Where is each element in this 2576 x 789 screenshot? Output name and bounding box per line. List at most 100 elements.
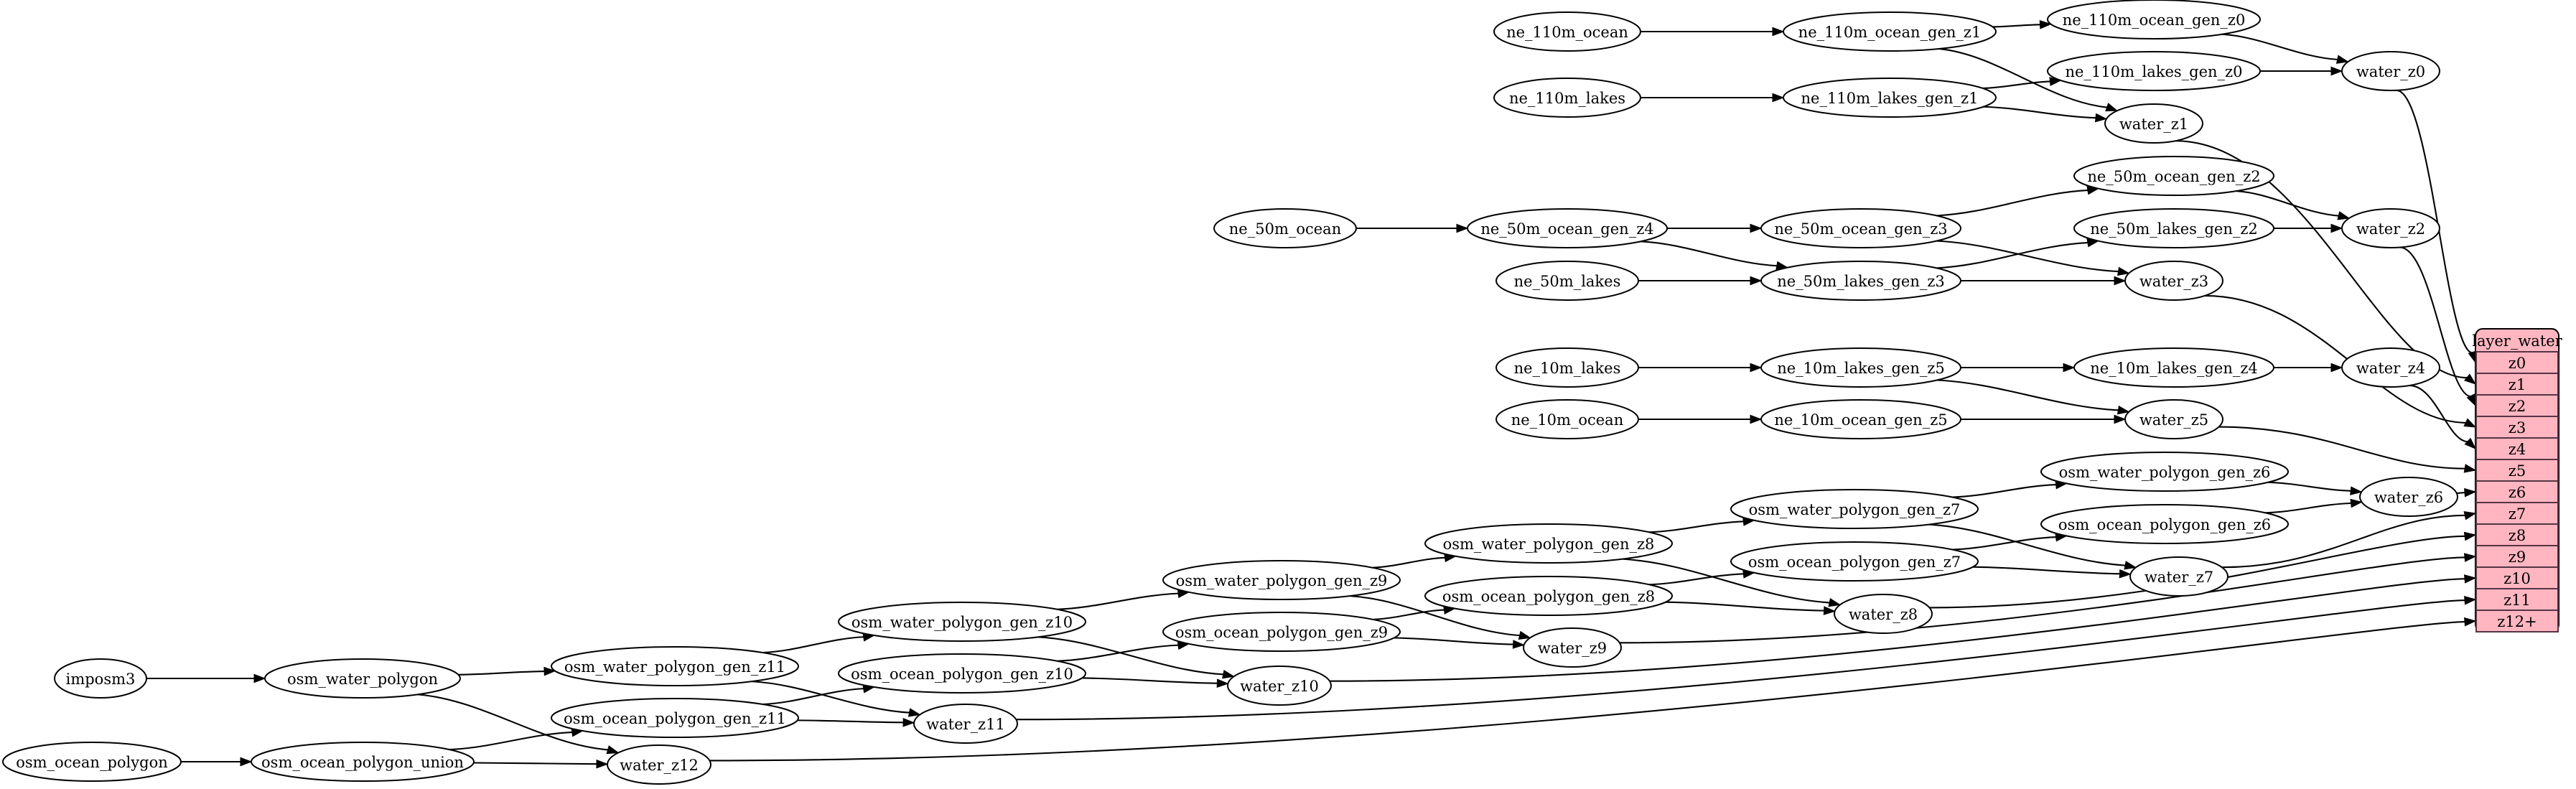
edge-water_z8-to-layer_water-z8 [1929, 535, 2466, 609]
node-ne_110m_ocean_gen_z0[interactable]: ne_110m_ocean_gen_z0 [2047, 0, 2261, 39]
node-ne_10m_ocean[interactable]: ne_10m_ocean [1495, 399, 1639, 439]
node-osm_ocean_polygon_gen_z7[interactable]: osm_ocean_polygon_gen_z7 [1730, 541, 1979, 582]
node-shape-water_z8 [1834, 594, 1933, 634]
node-shape-ne_10m_lakes_gen_z4 [2073, 347, 2274, 388]
layer-water-row-z12[interactable] [2475, 610, 2559, 632]
node-shape-osm_water_polygon_gen_z6 [2040, 452, 2289, 492]
edge-arrowhead [2330, 223, 2343, 233]
node-ne_110m_lakes_gen_z0[interactable]: ne_110m_lakes_gen_z0 [2047, 51, 2261, 91]
edge-arrowhead [1772, 27, 1785, 37]
node-water_z12[interactable]: water_z12 [607, 744, 711, 785]
edge-arrowhead [1512, 640, 1526, 649]
edge-osm_ocean_polygon_gen_z8-to-water_z8 [1665, 601, 1825, 612]
node-osm_water_polygon_gen_z10[interactable]: osm_water_polygon_gen_z10 [838, 602, 1086, 642]
node-shape-osm_ocean_polygon_gen_z8 [1424, 576, 1673, 616]
node-label-osm_ocean_polygon: osm_ocean_polygon [16, 754, 168, 771]
node-osm_ocean_polygon_gen_z11[interactable]: osm_ocean_polygon_gen_z11 [551, 698, 799, 738]
edge-arrowhead [1772, 93, 1785, 103]
node-osm_ocean_polygon_gen_z8[interactable]: osm_ocean_polygon_gen_z8 [1424, 576, 1673, 616]
edge-osm_ocean_polygon_gen_z9-to-osm_ocean_polygon_gen_z8 [1373, 609, 1445, 620]
node-water_z3[interactable]: water_z3 [2124, 261, 2223, 301]
edge-arrowhead [543, 666, 556, 676]
node-osm_ocean_polygon[interactable]: osm_ocean_polygon [2, 742, 182, 782]
node-ne_10m_lakes_gen_z5[interactable]: ne_10m_lakes_gen_z5 [1760, 347, 1961, 388]
node-osm_water_polygon_gen_z8[interactable]: osm_water_polygon_gen_z8 [1424, 523, 1673, 564]
node-shape-osm_ocean_polygon_gen_z7 [1730, 541, 1979, 582]
edge-osm_water_polygon_gen_z9-to-osm_water_polygon_gen_z8 [1372, 556, 1446, 569]
node-label-osm_ocean_polygon_gen_z8: osm_ocean_polygon_gen_z8 [1442, 588, 1655, 605]
layer-water-row-z2[interactable] [2475, 394, 2559, 417]
layer-water-row-z10[interactable] [2475, 566, 2559, 589]
node-ne_50m_ocean_gen_z2[interactable]: ne_50m_ocean_gen_z2 [2073, 156, 2274, 196]
node-ne_50m_lakes_gen_z3[interactable]: ne_50m_lakes_gen_z3 [1760, 261, 1961, 301]
layer-water-row-z3[interactable] [2475, 416, 2559, 439]
node-ne_50m_lakes_gen_z2[interactable]: ne_50m_lakes_gen_z2 [2073, 208, 2274, 248]
edge-arrowhead [2463, 511, 2477, 520]
node-ne_110m_lakes[interactable]: ne_110m_lakes [1493, 78, 1641, 118]
node-shape-osm_ocean_polygon [2, 742, 182, 782]
edge-arrowhead [902, 717, 915, 727]
node-ne_50m_ocean[interactable]: ne_50m_ocean [1213, 208, 1357, 248]
edge-arrowhead [2335, 55, 2349, 64]
node-osm_water_polygon[interactable]: osm_water_polygon [264, 658, 461, 699]
edge-arrowhead [253, 673, 266, 683]
node-osm_ocean_polygon_gen_z6[interactable]: osm_ocean_polygon_gen_z6 [2040, 504, 2289, 544]
node-label-imposm3: imposm3 [66, 671, 136, 688]
layer-water-row-z4[interactable] [2475, 437, 2559, 460]
node-ne_10m_lakes[interactable]: ne_10m_lakes [1495, 347, 1639, 388]
node-label-osm_ocean_polygon_gen_z7: osm_ocean_polygon_gen_z7 [1748, 554, 1961, 571]
node-osm_ocean_polygon_gen_z9[interactable]: osm_ocean_polygon_gen_z9 [1162, 612, 1401, 652]
node-label-osm_ocean_polygon_gen_z11: osm_ocean_polygon_gen_z11 [564, 710, 786, 727]
node-ne_10m_ocean_gen_z5[interactable]: ne_10m_ocean_gen_z5 [1760, 399, 1961, 439]
node-label-water_z1: water_z1 [2119, 116, 2188, 133]
node-water_z4[interactable]: water_z4 [2341, 347, 2440, 388]
node-osm_water_polygon_gen_z9[interactable]: osm_water_polygon_gen_z9 [1162, 560, 1401, 600]
node-ne_50m_ocean_gen_z3[interactable]: ne_50m_ocean_gen_z3 [1760, 208, 1961, 248]
layer-water-row-z6[interactable] [2475, 480, 2559, 503]
node-label-water_z4: water_z4 [2356, 360, 2425, 377]
node-osm_ocean_polygon_union[interactable]: osm_ocean_polygon_union [251, 742, 475, 782]
node-ne_110m_ocean[interactable]: ne_110m_ocean [1493, 11, 1641, 52]
node-water_z5[interactable]: water_z5 [2124, 399, 2223, 439]
node-ne_50m_lakes[interactable]: ne_50m_lakes [1495, 261, 1639, 301]
node-shape-ne_110m_ocean_gen_z0 [2047, 0, 2261, 39]
edge-ne_50m_ocean_gen_z2-to-water_z2 [2236, 190, 2340, 217]
edge-water_z11-to-layer_water-z11 [1016, 599, 2466, 721]
node-water_z6[interactable]: water_z6 [2359, 477, 2458, 517]
node-water_z9[interactable]: water_z9 [1523, 627, 1622, 668]
node-water_z8[interactable]: water_z8 [1834, 594, 1933, 634]
node-water_z11[interactable]: water_z11 [913, 704, 1018, 744]
edge-osm_ocean_polygon_union-to-osm_ocean_polygon_gen_z11 [449, 731, 573, 751]
node-water_z7[interactable]: water_z7 [2129, 556, 2229, 597]
edge-arrowhead [2039, 20, 2052, 29]
node-label-ne_10m_lakes_gen_z4: ne_10m_lakes_gen_z4 [2090, 360, 2258, 377]
layer-water-row-z11[interactable] [2475, 588, 2559, 611]
node-osm_water_polygon_gen_z7[interactable]: osm_water_polygon_gen_z7 [1730, 489, 1979, 529]
node-imposm3[interactable]: imposm3 [54, 658, 147, 699]
node-osm_water_polygon_gen_z6[interactable]: osm_water_polygon_gen_z6 [2040, 452, 2289, 492]
layer-water-row-z8[interactable] [2475, 523, 2559, 546]
node-label-osm_water_polygon_gen_z10: osm_water_polygon_gen_z10 [851, 614, 1073, 631]
node-ne_10m_lakes_gen_z4[interactable]: ne_10m_lakes_gen_z4 [2073, 347, 2274, 388]
node-ne_50m_ocean_gen_z4[interactable]: ne_50m_ocean_gen_z4 [1467, 208, 1668, 248]
node-osm_water_polygon_gen_z11[interactable]: osm_water_polygon_gen_z11 [551, 646, 799, 686]
node-water_z1[interactable]: water_z1 [2104, 103, 2203, 144]
node-label-ne_110m_lakes_gen_z1: ne_110m_lakes_gen_z1 [1801, 90, 1979, 107]
node-water_z2[interactable]: water_z2 [2341, 208, 2440, 248]
edge-arrowhead [1828, 597, 1842, 607]
node-water_z0[interactable]: water_z0 [2341, 51, 2440, 91]
layer-water-table: layer_waterz0z1z2z3z4z5z6z7z8z9z10z11z12… [2472, 328, 2563, 632]
node-ne_110m_ocean_gen_z1[interactable]: ne_110m_ocean_gen_z1 [1783, 11, 1997, 52]
edge-osm_water_polygon_gen_z7-to-osm_water_polygon_gen_z6 [1952, 484, 2057, 498]
node-shape-ne_50m_ocean_gen_z4 [1467, 208, 1668, 248]
layer-water-row-label-z11: z11 [2503, 592, 2531, 609]
node-shape-water_z11 [913, 704, 1018, 744]
node-water_z10[interactable]: water_z10 [1227, 666, 1332, 706]
edge-osm_ocean_polygon_gen_z9-to-water_z9 [1394, 637, 1514, 645]
layer-water-title: layer_water [2472, 332, 2562, 350]
node-ne_110m_lakes_gen_z1[interactable]: ne_110m_lakes_gen_z1 [1783, 78, 1997, 118]
edge-water_z2-to-layer_water-z2 [2399, 246, 2472, 398]
node-shape-ne_10m_ocean [1495, 399, 1639, 439]
layer-water-row-z0[interactable] [2475, 351, 2559, 374]
node-osm_ocean_polygon_gen_z10[interactable]: osm_ocean_polygon_gen_z10 [838, 653, 1086, 694]
